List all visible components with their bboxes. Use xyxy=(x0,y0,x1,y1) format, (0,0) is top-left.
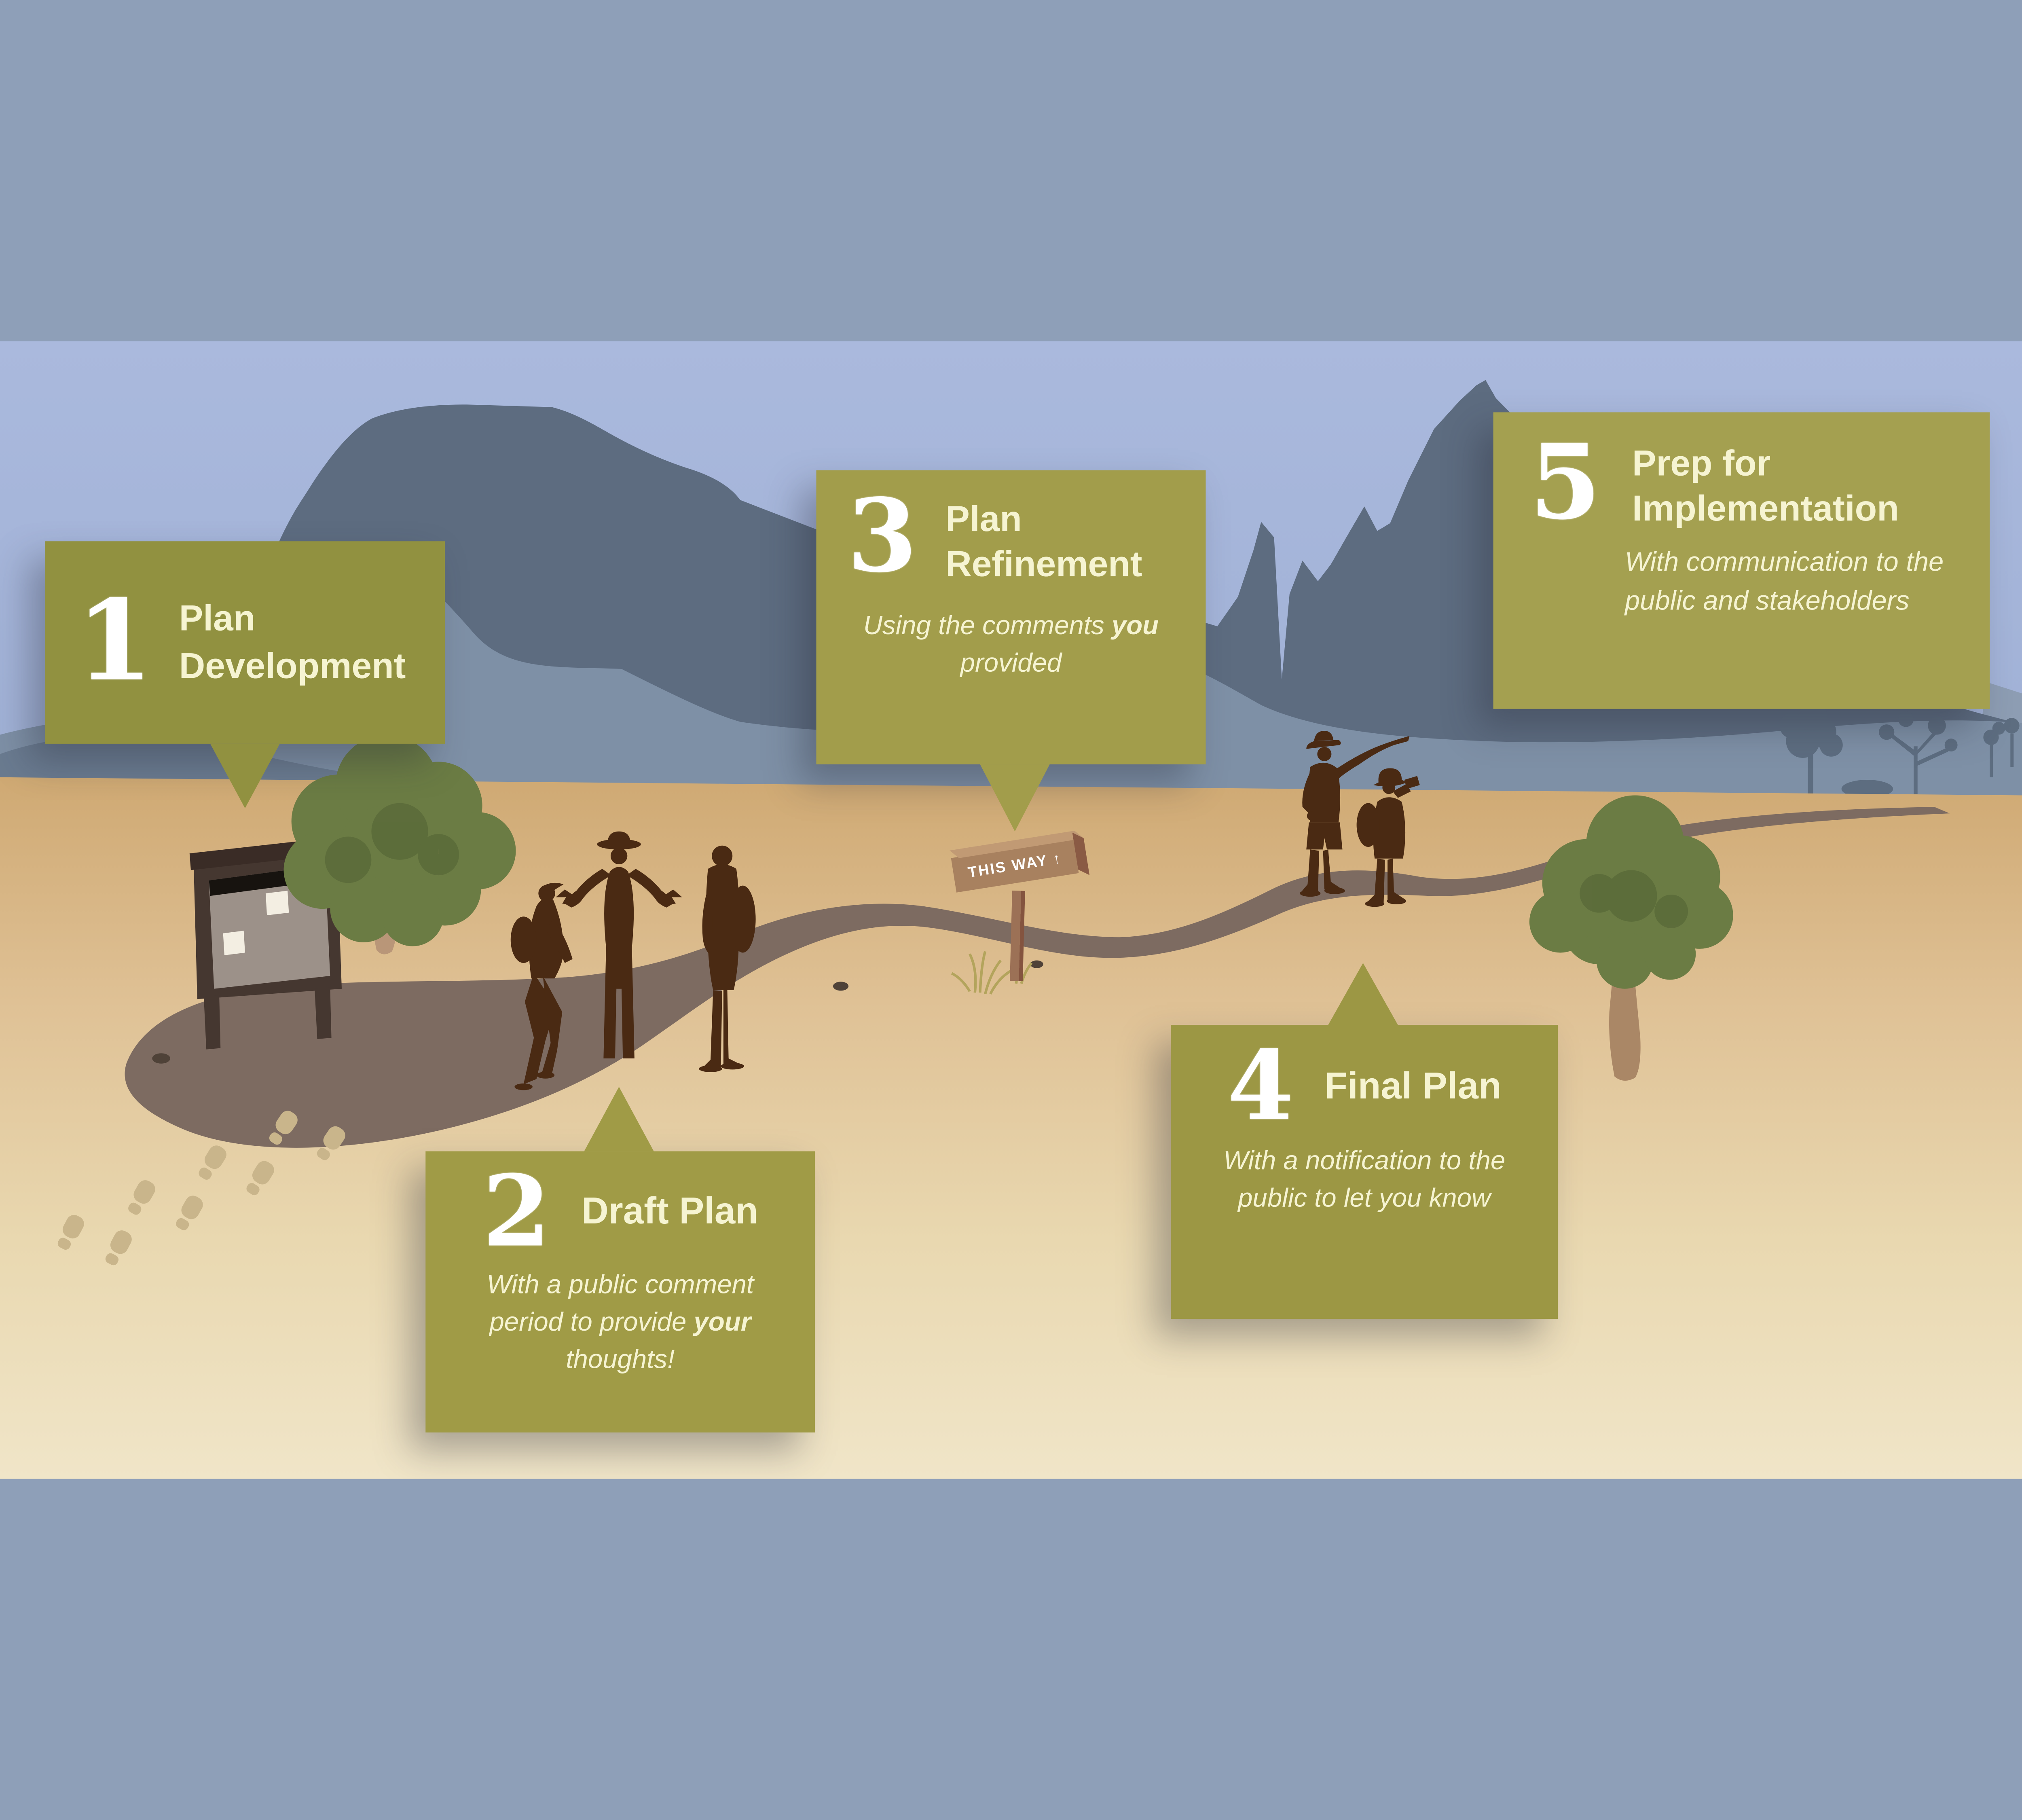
step-5-title: Prep for Implementation xyxy=(1632,443,1899,529)
step-bubble-3: 3 Plan Refinement Using the comments you… xyxy=(816,470,1206,832)
tree-left xyxy=(283,734,516,954)
step-2-description: With a public comment period to provide … xyxy=(486,1270,754,1374)
step-5-description: With communication to the public and sta… xyxy=(1624,547,1944,616)
infographic-canvas: THIS WAY ↑ 1 Plan Development 2 Draft Pl… xyxy=(0,341,2022,1479)
trail-sign-label: THIS WAY ↑ xyxy=(967,850,1063,881)
step-5-number: 5 xyxy=(1529,421,1601,543)
step-4-title: Final Plan xyxy=(1324,1066,1502,1107)
hiker-group xyxy=(1300,730,1420,907)
bubble-tail-icon xyxy=(980,764,1050,832)
step-2-number: 2 xyxy=(482,1153,551,1269)
sign-post xyxy=(1010,890,1025,981)
step-4-description: With a notification to the public to let… xyxy=(1223,1145,1506,1213)
step-3-number: 3 xyxy=(847,478,918,595)
step-bubble-1: 1 Plan Development xyxy=(45,541,445,808)
step-3-description: Using the comments you provided xyxy=(863,611,1159,678)
step-4-number: 4 xyxy=(1227,1031,1294,1142)
rocks xyxy=(152,960,1043,1064)
step-1-number: 1 xyxy=(76,576,153,707)
bubble-tail-icon xyxy=(1328,963,1398,1025)
trail-path xyxy=(125,806,1950,1148)
step-bubble-5: 5 Prep for Implementation With communica… xyxy=(1493,412,1990,709)
step-bubble-4: 4 Final Plan With a notification to the … xyxy=(1171,963,1558,1319)
bubble-tail-icon xyxy=(584,1086,654,1151)
step-2-title: Draft Plan xyxy=(581,1191,758,1232)
light-foothills xyxy=(0,547,2022,806)
horizon-trees xyxy=(1779,702,2020,798)
bubble-tail-icon xyxy=(210,743,280,808)
step-1-title: Plan Development xyxy=(179,598,406,685)
visitor-group xyxy=(510,831,756,1090)
step-3-title: Plan Refinement xyxy=(945,498,1142,584)
step-bubble-2: 2 Draft Plan With a public comment perio… xyxy=(425,1086,815,1433)
tree-right xyxy=(1529,795,1733,1081)
